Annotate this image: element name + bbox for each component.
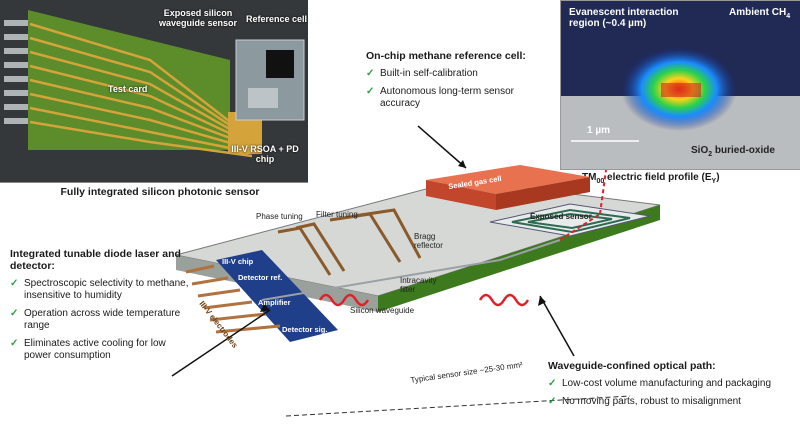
electrodes	[185, 264, 281, 334]
bragg-label: Bragg reflector	[414, 232, 443, 250]
gas-cell-side	[496, 177, 590, 210]
waveguide-bullet-1: ✓Low-cost volume manufacturing and packa…	[548, 378, 772, 389]
check-icon: ✓	[10, 338, 19, 349]
iii-v-chip	[216, 250, 338, 342]
ambient-label: Ambient CH4	[729, 7, 791, 20]
reference-cell-label: Reference cell	[246, 14, 308, 24]
amplifier-label: Amplifier	[258, 298, 291, 307]
silicon-waveguide-label: Silicon waveguide	[350, 306, 415, 315]
phase-tuning-label: Phase tuning	[256, 212, 303, 221]
waveguide-title: Waveguide-confined optical path:	[548, 360, 716, 372]
sensor-photo-graphic	[0, 0, 308, 182]
size-arrow	[285, 395, 631, 417]
arrow-reference	[417, 125, 467, 169]
laser-wave-2	[478, 293, 530, 307]
laser-bullet-1: ✓Spectroscopic selectivity to methane, i…	[10, 278, 189, 301]
detector-sig-label: Detector sig.	[282, 325, 328, 334]
waveguide-section: Waveguide-confined optical path: ✓Low-co…	[548, 360, 798, 408]
check-icon: ✓	[366, 68, 375, 79]
exposed-sensor-top	[489, 203, 651, 237]
field-profile-graphic	[561, 1, 800, 169]
check-icon: ✓	[10, 308, 19, 319]
exposed-sensor-chip-label: Exposed sensor	[530, 212, 592, 221]
reference-title: On-chip methane reference cell:	[366, 50, 526, 62]
test-card-label: Test card	[108, 84, 148, 94]
chip-side-face	[378, 205, 660, 312]
detector-ref-label: Detector ref.	[238, 273, 283, 282]
laser-wave-1	[318, 293, 370, 307]
waveguide-bullet-2: ✓No moving parts, robust to misalignment	[548, 396, 741, 407]
iii-v-chip-label: III-V chip	[222, 257, 254, 266]
laser-bullet-3: ✓Eliminates active cooling for low power…	[10, 338, 166, 361]
spiral-waveguide	[511, 208, 631, 234]
intracavity-label: Intracavity filter	[400, 276, 437, 294]
field-link-up	[599, 169, 607, 215]
arrow-laser	[171, 309, 271, 377]
laser-section: Integrated tunable diode laser and detec…	[10, 248, 192, 362]
reference-section: On-chip methane reference cell: ✓Built-i…	[366, 50, 566, 110]
laser-bullet-2: ✓Operation across wide temperature range	[10, 308, 181, 331]
gas-cell-front	[426, 180, 496, 210]
reference-bullet-1: ✓Built-in self-calibration	[366, 68, 478, 79]
oxide-label: SiO2 buried-oxide	[691, 145, 775, 158]
tuning-heaters	[277, 208, 422, 276]
silicon-waveguide	[261, 239, 561, 301]
rsoa-label: III-V RSOA + PD chip	[231, 144, 299, 164]
check-icon: ✓	[548, 396, 557, 407]
filter-tuning-label: Filter tuning	[316, 210, 358, 219]
exposed-sensor-label: Exposed silicon waveguide sensor	[158, 8, 238, 28]
arrow-waveguide	[539, 295, 575, 357]
reference-bullet-2: ✓Autonomous long-term sensor accuracy	[366, 86, 514, 109]
sensor-photo: Exposed silicon waveguide sensor Referen…	[0, 0, 308, 183]
evanescent-label: Evanescent interaction region (~0.4 µm)	[569, 7, 679, 29]
laser-title: Integrated tunable diode laser and detec…	[10, 248, 181, 272]
photo-caption: Fully integrated silicon photonic sensor	[60, 186, 260, 198]
field-profile-panel: Evanescent interaction region (~0.4 µm) …	[560, 0, 800, 170]
check-icon: ✓	[548, 378, 557, 389]
field-link	[559, 213, 601, 241]
check-icon: ✓	[366, 86, 375, 97]
gas-cell-top	[426, 165, 590, 194]
check-icon: ✓	[10, 278, 19, 289]
scale-label: 1 µm	[587, 125, 610, 136]
